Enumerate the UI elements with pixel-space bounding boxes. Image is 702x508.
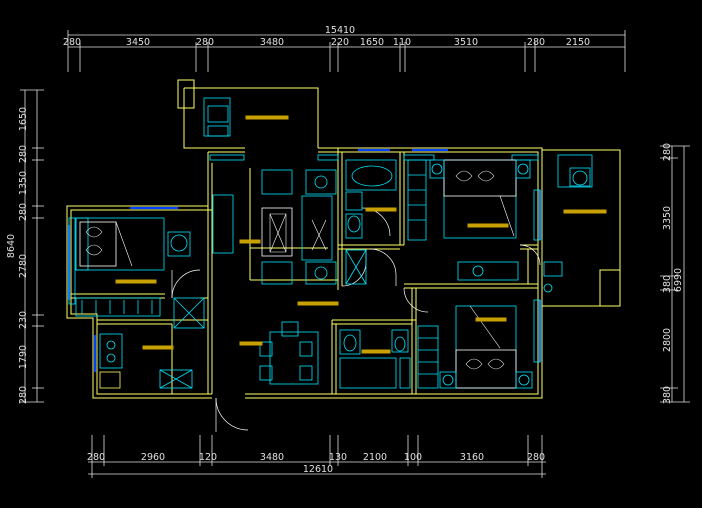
dim-top-1: 280 bbox=[63, 37, 81, 48]
dim-bottom-5: 130 bbox=[329, 452, 347, 463]
dim-bottom-4: 3480 bbox=[260, 452, 284, 463]
furniture bbox=[75, 97, 593, 389]
right-dimensions bbox=[660, 145, 690, 403]
dim-bottom-7: 100 bbox=[404, 452, 422, 463]
dim-bottom-total: 12610 bbox=[303, 464, 333, 475]
dim-top-6: 1650 bbox=[360, 37, 384, 48]
dim-bottom-1: 280 bbox=[87, 452, 105, 463]
dim-left-5: 2780 bbox=[18, 254, 29, 278]
dim-top-9: 280 bbox=[527, 37, 545, 48]
bottom-dimension-texts: 280 2960 120 3480 130 2100 100 3160 280 … bbox=[87, 452, 545, 475]
dim-bottom-3: 120 bbox=[199, 452, 217, 463]
dim-right-1: 280 bbox=[662, 143, 673, 161]
left-dimension-texts: 8640 1650 280 1350 280 2780 230 1790 280 bbox=[6, 107, 29, 404]
walls bbox=[66, 79, 621, 399]
dim-right-5: 380 bbox=[662, 386, 673, 404]
dim-top-7: 110 bbox=[393, 37, 411, 48]
dim-right-2: 3350 bbox=[662, 206, 673, 230]
dim-bottom-2: 2960 bbox=[141, 452, 165, 463]
dim-top-3: 280 bbox=[196, 37, 214, 48]
room-label-markers bbox=[115, 115, 607, 354]
dim-left-6: 230 bbox=[18, 311, 29, 329]
dim-top-5: 220 bbox=[331, 37, 349, 48]
dim-bottom-8: 3160 bbox=[460, 452, 484, 463]
right-dimension-texts: 280 3350 380 2800 380 6990 bbox=[662, 143, 684, 404]
dim-top-total: 15410 bbox=[325, 25, 355, 36]
dim-left-7: 1790 bbox=[18, 345, 29, 369]
windows bbox=[67, 148, 542, 372]
top-dimensions bbox=[67, 30, 626, 72]
top-dimension-texts: 15410 280 3450 280 3480 220 1650 110 351… bbox=[63, 25, 590, 48]
dim-left-2: 280 bbox=[18, 145, 29, 163]
window-frames bbox=[68, 154, 541, 363]
dim-left-8: 280 bbox=[18, 386, 29, 404]
dim-bottom-9: 280 bbox=[527, 452, 545, 463]
dim-bottom-6: 2100 bbox=[363, 452, 387, 463]
dim-right-total: 6990 bbox=[673, 268, 684, 292]
dim-left-3: 1350 bbox=[18, 171, 29, 195]
left-dimensions bbox=[20, 89, 44, 403]
dim-left-4: 280 bbox=[18, 203, 29, 221]
furniture-details bbox=[85, 170, 515, 370]
dim-left-1: 1650 bbox=[18, 107, 29, 131]
dim-top-2: 3450 bbox=[126, 37, 150, 48]
dim-right-3: 380 bbox=[662, 275, 673, 293]
bottom-dimensions bbox=[88, 435, 546, 478]
dim-top-4: 3480 bbox=[260, 37, 284, 48]
dim-top-8: 3510 bbox=[454, 37, 478, 48]
dim-top-10: 2150 bbox=[566, 37, 590, 48]
dim-left-total: 8640 bbox=[6, 234, 17, 258]
dim-right-4: 2800 bbox=[662, 328, 673, 352]
